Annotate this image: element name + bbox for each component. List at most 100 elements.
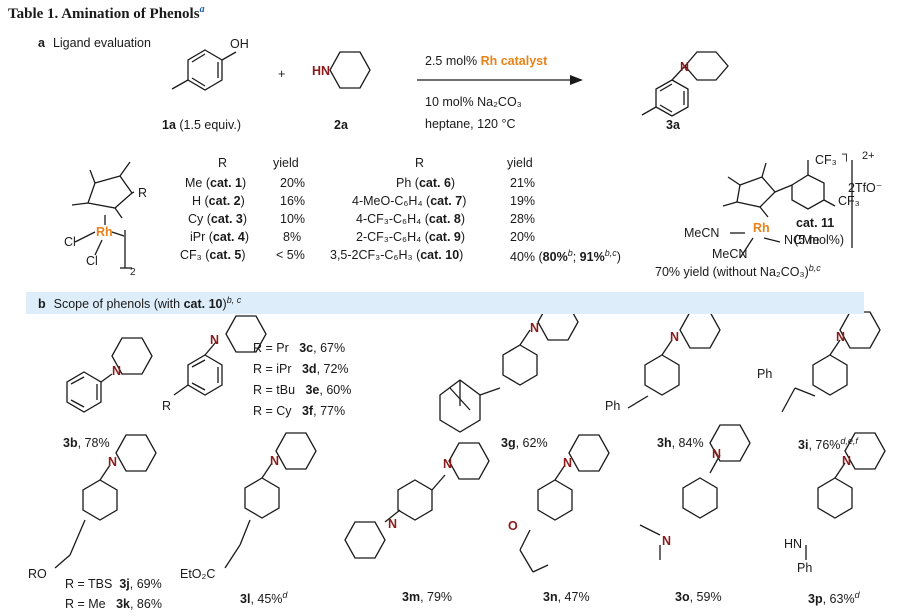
section-b-banner [26,292,864,314]
hn-label: HN [312,64,330,78]
svg-text:MeCN: MeCN [684,226,719,240]
product-3p-caption: 3p, 63%d [808,590,860,607]
product-3b-caption: 3b, 78% [63,436,110,450]
ligand-row-cat5: CF₃ (cat. 5) [180,248,246,262]
molecule-3m [344,442,490,559]
table-title-text: Table 1. Amination of Phenols [8,6,200,22]
svg-text:N: N [836,330,845,344]
ligand-row-cat4: iPr (cat. 4) [190,230,250,244]
product-3i-caption: 3i, 76%d,e,f [798,436,858,453]
table-title: Table 1. Amination of Phenolsa [8,4,205,23]
svg-text:CF₃: CF₃ [838,194,860,208]
product-3k-caption: R = Me 3k, 86% [65,597,162,611]
product-3j-caption: R = TBS 3j, 69% [65,577,162,591]
product-3a-label: 3a [666,118,680,132]
svg-text:Ph: Ph [797,561,812,575]
svg-text:MeCN: MeCN [712,247,747,261]
svg-text:N: N [388,517,397,531]
variant-3f: R = Cy 3f, 77% [253,404,346,418]
cat11-label: cat. 11 [796,216,835,230]
svg-text:N: N [443,457,452,471]
molecule-3b [66,337,153,413]
svg-text:2TfO⁻: 2TfO⁻ [848,181,882,195]
svg-text:N: N [108,455,117,469]
section-a-text: Ligand evaluation [52,36,151,50]
svg-text:Rh: Rh [96,225,113,239]
title-footnote: a [199,4,205,15]
molecule-3p [805,432,886,560]
molecule-3c-3f [173,315,267,396]
cat11-yield-note: 70% yield (without Na₂CO₃)b,c [655,263,821,280]
molecule-3a [641,51,729,117]
yield-cat2: 16% [280,194,306,208]
svg-text:Ph: Ph [605,399,620,413]
svg-text:Cl: Cl [64,235,76,249]
molecule-3g [439,303,579,433]
catalyst-right-structure [722,160,853,259]
plus-sign: + [278,67,285,81]
variant-3d: R = iPr 3d, 72% [253,362,349,376]
svg-text:N: N [210,333,219,347]
product-3o-caption: 3o, 59% [675,590,722,604]
svg-text:N: N [662,534,671,548]
yield-cat1: 20% [280,176,306,190]
variant-3c: R = Pr 3c, 67% [253,341,346,355]
ligand-row-cat9: 2-CF₃-C₆H₄ (cat. 9) [356,230,466,244]
yield-cat10: 40% (80%b; 91%b,c) [510,248,621,265]
ligand-row-cat2: H (cat. 2) [192,194,245,208]
svg-text:N: N [670,330,679,344]
reagent-1a-label: 1a (1.5 equiv.) [162,118,241,132]
product-3m-caption: 3m, 79% [402,590,453,604]
svg-text:N: N [530,321,539,335]
molecule-3j-3k [54,434,157,569]
ligand-row-cat10: 3,5-2CF₃-C₆H₃ (cat. 10) [330,248,464,262]
svg-text:R: R [162,399,171,413]
svg-text:Rh: Rh [753,221,770,235]
molecule-3l [224,432,317,569]
svg-text:Ph: Ph [757,367,772,381]
svg-text:N: N [712,447,721,461]
ligand-row-cat3: Cy (cat. 3) [188,212,248,226]
reagent-2a-label: 2a [334,118,348,132]
product-3g-caption: 3g, 62% [501,436,548,450]
col-yield-right: yield [507,156,533,170]
product-3n-caption: 3n, 47% [543,590,590,604]
ligand-row-cat8: 4-CF₃-C₆H₄ (cat. 8) [356,212,466,226]
svg-text:CF₃: CF₃ [815,153,837,167]
svg-text:┐: ┐ [841,147,851,163]
catalyst-left-structure [71,161,135,269]
molecule-3i [781,311,881,413]
svg-text:2: 2 [130,267,136,278]
product-3l-caption: 3l, 45%d [240,590,288,607]
yield-cat4: 8% [283,230,302,244]
svg-text:HN: HN [784,537,802,551]
ligand-row-cat6: Ph (cat. 6) [396,176,456,190]
condition-catalyst: 2.5 mol% Rh catalyst [425,54,548,68]
cat11-loading: (5 mol%) [794,233,845,247]
product-3h-caption: 3h, 84% [657,436,704,450]
svg-text:N: N [270,454,279,468]
ligand-row-cat7: 4-MeO-C₆H₄ (cat. 7) [352,194,467,208]
section-a-header: a Ligand evaluation [38,36,151,50]
svg-text:O: O [508,519,518,533]
molecule-3o [639,424,751,560]
yield-cat8: 28% [510,212,536,226]
col-r-left: R [218,156,228,170]
molecule-1a [171,49,237,91]
svg-text:RO: RO [28,567,47,581]
section-a-letter: a [38,36,45,50]
oh-label: OH [230,37,249,51]
svg-text:N: N [112,364,121,378]
svg-text:NCMe: NCMe [784,233,819,247]
svg-text:Cl: Cl [86,254,98,268]
molecule-3h [627,311,721,409]
molecule-3n [519,434,610,573]
svg-text:EtO₂C: EtO₂C [180,567,215,581]
svg-text:N: N [680,60,689,74]
svg-text:R: R [138,186,147,200]
svg-text:N: N [563,456,572,470]
svg-text:2+: 2+ [862,150,875,162]
svg-text:N: N [842,454,851,468]
